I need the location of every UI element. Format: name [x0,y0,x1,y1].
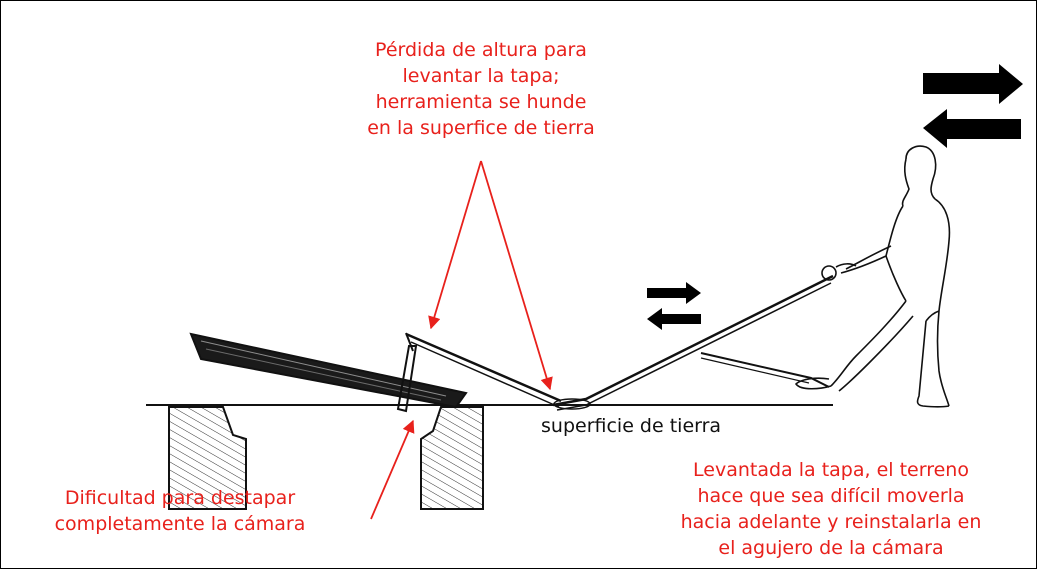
annotation-line: hace que sea difícil moverla [697,485,965,507]
annotation-line: completamente la cámara [54,513,306,535]
lifting-key [396,332,418,413]
annotation-line: levantar la tapa; [402,65,560,87]
annotation-line: el agujero de la cámara [718,537,944,559]
annotation-line: hacia adelante y reinstalarla en [680,511,982,533]
ground-surface-label: superficie de tierra [541,415,722,437]
annotation-line: herramienta se hunde [375,91,587,113]
annotation-reinstall-difficulty: Levantada la tapa, el terreno hace que s… [641,457,1021,561]
chamber-lid [189,332,468,409]
annotation-height-loss: Pérdida de altura para levantar la tapa;… [331,37,631,141]
chamber-wall-left [168,406,247,510]
arrow-to-ground [480,160,553,391]
double-arrow-icon-small [647,282,701,330]
double-arrow-icon-large [923,64,1023,148]
person-figure [795,145,951,408]
lever-bar [405,274,834,411]
lever-strut [700,352,830,388]
annotation-line: Dificultad para destapar [64,487,296,509]
annotation-uncover-difficulty: Dificultad para destapar completamente l… [15,485,345,537]
arrow-to-key [428,160,482,330]
annotation-line: en la superfice de tierra [367,117,595,139]
annotation-line: Levantada la tapa, el terreno [693,459,969,481]
chamber-wall-right [420,406,484,510]
annotation-arrows [370,160,553,520]
annotation-line: Pérdida de altura para [375,39,587,61]
arrow-to-chamber [370,419,415,520]
